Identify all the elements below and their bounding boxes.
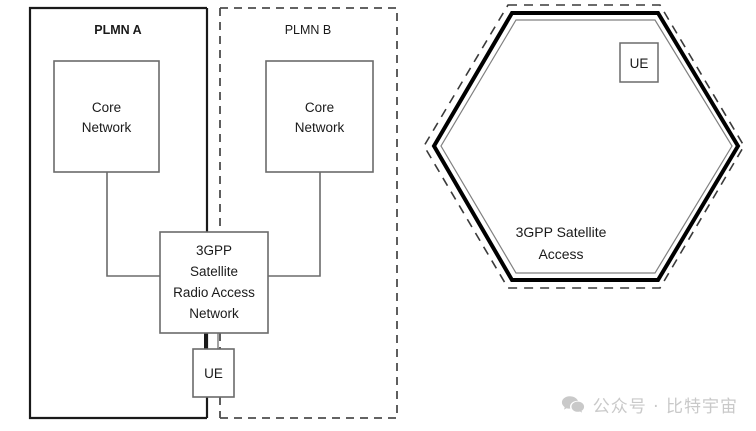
core-network-a-box[interactable]: Core Network	[53, 60, 160, 173]
core-network-b-label-line1: Core	[305, 100, 334, 115]
connector-core-a-to-ran	[106, 172, 160, 277]
ue-box-left-label: UE	[204, 366, 223, 381]
wechat-icon	[561, 395, 585, 415]
plmn-b-label: PLMN B	[285, 23, 332, 37]
watermark-text: 公众号 · 比特宇宙	[592, 397, 738, 417]
hexagon-label-line1: 3GPP Satellite	[516, 224, 607, 240]
right-panel-coverage-hexagon: UE 3GPP Satellite Access	[423, 4, 745, 289]
core-network-a-label-line2: Network	[82, 120, 132, 135]
core-network-b-label-line2: Network	[295, 120, 345, 135]
core-network-a-label-line1: Core	[92, 100, 121, 115]
ue-box-hexagon-label: UE	[630, 56, 649, 71]
ue-box-hexagon[interactable]: UE	[619, 42, 659, 83]
satellite-ran-label-line3: Radio Access	[173, 285, 255, 300]
plmn-a-boundary	[28, 6, 209, 420]
satellite-ran-label-line2: Satellite	[190, 264, 238, 279]
ue-box-left[interactable]: UE	[192, 348, 235, 398]
satellite-ran-label-line4: Network	[189, 306, 239, 321]
plmn-a-label: PLMN A	[94, 23, 141, 37]
satellite-ran-box[interactable]: 3GPP Satellite Radio Access Network	[159, 231, 269, 334]
hexagon-inner-outline	[440, 19, 733, 274]
satellite-ran-label-line1: 3GPP	[196, 243, 232, 258]
hexagon-dashed-outline	[423, 4, 745, 289]
connector-core-b-to-ran	[268, 172, 321, 277]
hexagon-satellite-beam[interactable]	[431, 11, 741, 282]
left-panel-plmn-diagram: PLMN A PLMN B Core Network Core Network	[28, 6, 398, 420]
hexagon-label-line2: Access	[538, 246, 583, 262]
plmn-b-boundary	[219, 7, 398, 419]
watermark: 公众号 · 比特宇宙	[561, 392, 738, 417]
core-network-b-box[interactable]: Core Network	[265, 60, 374, 173]
